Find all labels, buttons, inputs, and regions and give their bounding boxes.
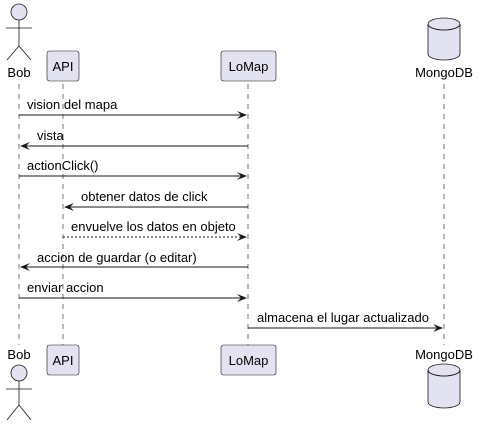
database-icon — [427, 370, 461, 409]
arrowhead — [237, 172, 247, 180]
arrowhead — [237, 294, 247, 302]
arrowhead — [64, 203, 74, 211]
message-6: enviar accion — [19, 280, 247, 302]
message-label: obtener datos de click — [81, 189, 208, 204]
arrowhead — [20, 142, 30, 150]
message-2: actionClick() — [19, 158, 247, 180]
arrowhead — [433, 324, 443, 332]
participant-label-mongodb: MongoDB — [415, 65, 473, 80]
database-mongodb-bottom: MongoDB — [415, 347, 473, 409]
message-label: vista — [37, 128, 65, 143]
message-7: almacena el lugar actualizado — [248, 310, 443, 332]
participant-label-bob: Bob — [7, 347, 30, 362]
actor-icon — [10, 3, 28, 21]
participant-lomap-bottom: LoMap — [220, 344, 277, 376]
message-label: accion de guardar (o editar) — [37, 250, 197, 265]
message-label: envuelve los datos en objeto — [71, 219, 236, 234]
participant-api-bottom: API — [46, 344, 80, 376]
actor-bob-bottom: Bob — [6, 347, 32, 421]
database-icon — [427, 24, 461, 61]
message-label: actionClick() — [27, 158, 99, 173]
actor-bob-top: Bob — [6, 3, 32, 80]
message-0: vision del mapa — [19, 97, 247, 119]
participant-label-mongodb: MongoDB — [415, 347, 473, 362]
participant-label-lomap: LoMap — [229, 353, 269, 368]
arrowhead — [237, 111, 247, 119]
arrowhead — [20, 263, 30, 271]
actor-icon — [10, 364, 28, 382]
participant-api-top: API — [46, 50, 80, 82]
message-3: obtener datos de click — [64, 189, 248, 211]
message-4: envuelve los datos en objeto — [63, 219, 247, 241]
message-1: vista — [20, 128, 248, 150]
participant-lomap-top: LoMap — [220, 50, 277, 82]
message-label: enviar accion — [27, 280, 104, 295]
database-mongodb-top: MongoDB — [415, 17, 473, 80]
participant-label-bob: Bob — [7, 65, 30, 80]
message-label: almacena el lugar actualizado — [257, 310, 429, 325]
arrowhead — [237, 233, 247, 241]
participant-label-lomap: LoMap — [229, 59, 269, 74]
message-5: accion de guardar (o editar) — [20, 250, 248, 271]
message-label: vision del mapa — [27, 97, 118, 112]
participant-label-api: API — [53, 59, 74, 74]
participant-label-api: API — [53, 353, 74, 368]
